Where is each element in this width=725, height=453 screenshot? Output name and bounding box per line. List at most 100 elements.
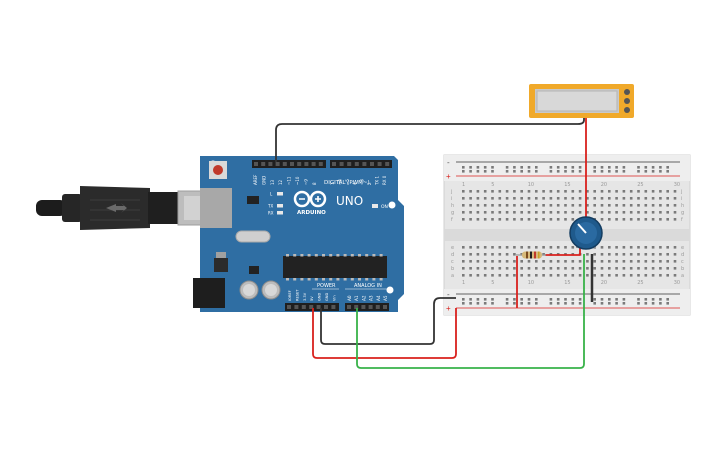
breadboard-hole [637, 190, 640, 193]
breadboard-hole [615, 253, 618, 256]
breadboard-hole [659, 166, 662, 169]
breadboard-hole [600, 298, 604, 301]
breadboard-hole [600, 253, 604, 256]
breadboard-hole [549, 298, 553, 301]
voltage-regulator [214, 258, 228, 272]
reset-button[interactable] [209, 161, 227, 179]
breadboard-hole [520, 218, 523, 221]
breadboard-hole [520, 246, 523, 249]
breadboard-hole [615, 218, 618, 221]
breadboard-hole [513, 211, 516, 214]
breadboard-hole [622, 267, 626, 270]
breadboard-hole [608, 166, 611, 169]
row-letter: g [681, 210, 684, 216]
breadboard-hole [651, 197, 655, 200]
breadboard-hole [659, 197, 662, 200]
digital-pin-label: TX 1 [374, 176, 379, 186]
l-led [277, 192, 283, 196]
wires [275, 118, 594, 369]
breadboard-hole [571, 246, 575, 249]
breadboard-hole [608, 298, 611, 301]
analog-pin-label: A1 [354, 295, 359, 301]
breadboard-hole [629, 190, 633, 193]
breadboard-hole [578, 298, 582, 301]
breadboard-hole [629, 197, 633, 200]
digital-header[interactable] [252, 160, 392, 168]
breadboard-hole [505, 274, 509, 277]
breadboard-hole [673, 204, 677, 207]
breadboard-hole [629, 211, 633, 214]
breadboard-hole [571, 302, 575, 305]
breadboard-hole [651, 218, 655, 221]
breadboard-hole [608, 190, 611, 193]
breadboard-hole [644, 246, 648, 249]
breadboard-hole [476, 246, 480, 249]
breadboard-hole [505, 211, 509, 214]
row-letter: j [450, 189, 452, 195]
breadboard-hole [571, 204, 575, 207]
breadboard-hole [564, 246, 567, 249]
breadboard-hole [673, 190, 677, 193]
arduino-logo [293, 190, 327, 208]
breadboard-hole [491, 253, 494, 256]
digital-pin-label: ~11 [287, 176, 292, 185]
breadboard-hole [476, 166, 480, 169]
breadboard-hole [666, 274, 669, 277]
breadboard-hole [462, 204, 465, 207]
breadboard-hole [535, 170, 538, 173]
breadboard-hole [549, 190, 553, 193]
pin-hole [385, 162, 390, 166]
breadboard-hole [637, 204, 640, 207]
breadboard-hole [622, 246, 626, 249]
wire-black-gnd-to-rail[interactable] [320, 297, 456, 345]
breadboard-hole [637, 211, 640, 214]
breadboard-hole [498, 260, 502, 263]
breadboard-hole [666, 298, 669, 301]
breadboard-hole [556, 190, 560, 193]
breadboard-hole [629, 260, 633, 263]
breadboard-hole [578, 204, 582, 207]
breadboard-hole [520, 197, 523, 200]
analog-header[interactable] [345, 303, 389, 311]
breadboard-hole [498, 253, 502, 256]
breadboard-hole [556, 211, 560, 214]
row-letter: b [451, 266, 454, 272]
breadboard-hole [666, 302, 669, 305]
wire-red-resistor-to-pot[interactable] [545, 246, 581, 256]
breadboard-hole [505, 190, 509, 193]
wire-green-a0-to-pot[interactable] [356, 254, 585, 369]
analog-pin-label: A4 [376, 295, 381, 301]
breadboard-hole [513, 218, 516, 221]
pin-hole [301, 305, 306, 309]
potentiometer[interactable] [569, 216, 603, 250]
breadboard-hole [600, 204, 604, 207]
column-number: 1 [462, 182, 465, 188]
breadboard-hole [622, 218, 626, 221]
breadboard-hole [637, 267, 640, 270]
breadboard-hole [564, 298, 567, 301]
wire-red-5v-to-rail[interactable] [312, 308, 457, 359]
breadboard-hole [673, 253, 677, 256]
breadboard-hole [564, 302, 567, 305]
breadboard-hole [491, 267, 494, 270]
breadboard-hole [651, 166, 655, 169]
power-jack[interactable] [193, 278, 225, 308]
breadboard-hole [578, 197, 582, 200]
breadboard-hole [520, 298, 523, 301]
breadboard-hole [469, 218, 472, 221]
resistor[interactable] [516, 251, 546, 259]
lcd-display[interactable] [529, 84, 634, 118]
breadboard-hole [535, 197, 538, 200]
power-pin-label: GND [318, 293, 322, 301]
breadboard-hole [600, 190, 604, 193]
breadboard-hole [615, 170, 618, 173]
breadboard-hole [666, 197, 669, 200]
breadboard-hole [520, 170, 523, 173]
power-led [372, 204, 378, 208]
breadboard-hole [578, 170, 582, 173]
breadboard-hole [527, 211, 531, 214]
wire-black-gnd-to-display[interactable] [275, 118, 585, 162]
